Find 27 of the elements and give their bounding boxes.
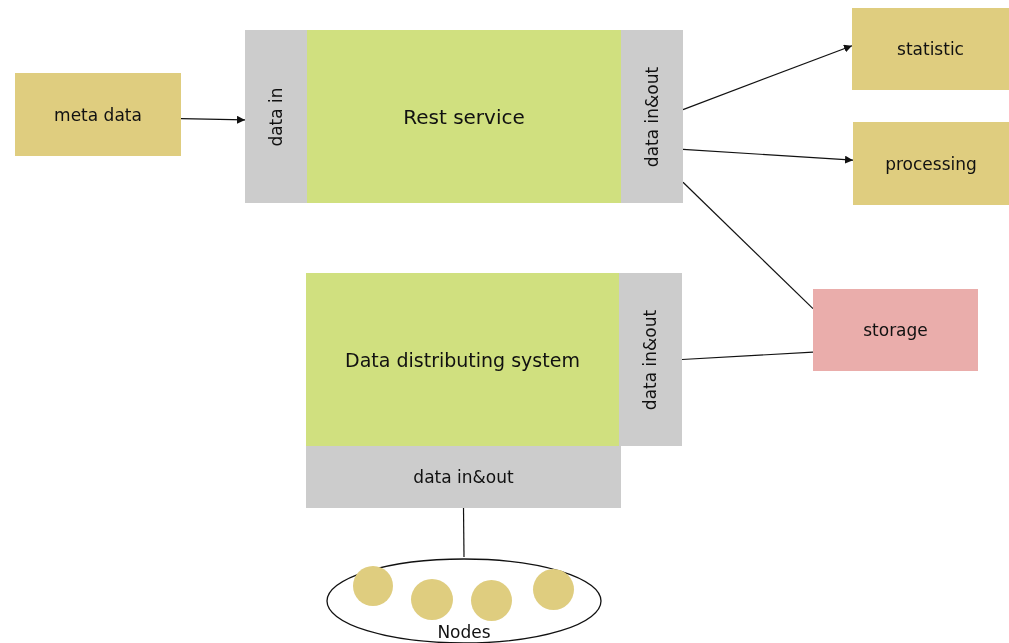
process-box — [853, 122, 1009, 205]
box-label: Rest service — [403, 104, 525, 129]
box-label: statistic — [897, 39, 964, 59]
connector-line — [462, 507, 465, 558]
box-label: processing — [885, 153, 977, 174]
arrow — [682, 44, 853, 111]
system-box — [306, 273, 619, 446]
box-label: meta data — [54, 104, 142, 125]
ellipse-label: Nodes — [437, 622, 491, 642]
port-box — [245, 30, 307, 203]
port-box — [306, 446, 621, 508]
box-label: data in&out — [640, 309, 661, 410]
box-label: storage — [863, 320, 928, 340]
process-box — [852, 8, 1009, 90]
port-box — [621, 30, 683, 203]
connector-line — [682, 181, 814, 310]
service-box — [307, 30, 621, 203]
arrow — [682, 148, 854, 164]
port-box — [619, 273, 682, 446]
arrow — [180, 115, 246, 124]
connector-line — [681, 351, 814, 361]
box-label: Data distributing system — [345, 348, 580, 371]
storage-box — [813, 289, 978, 371]
box-label: data in — [266, 86, 286, 147]
box-label: data in&out — [642, 66, 662, 167]
process-box — [15, 73, 181, 156]
box-label: data in&out — [413, 467, 514, 487]
